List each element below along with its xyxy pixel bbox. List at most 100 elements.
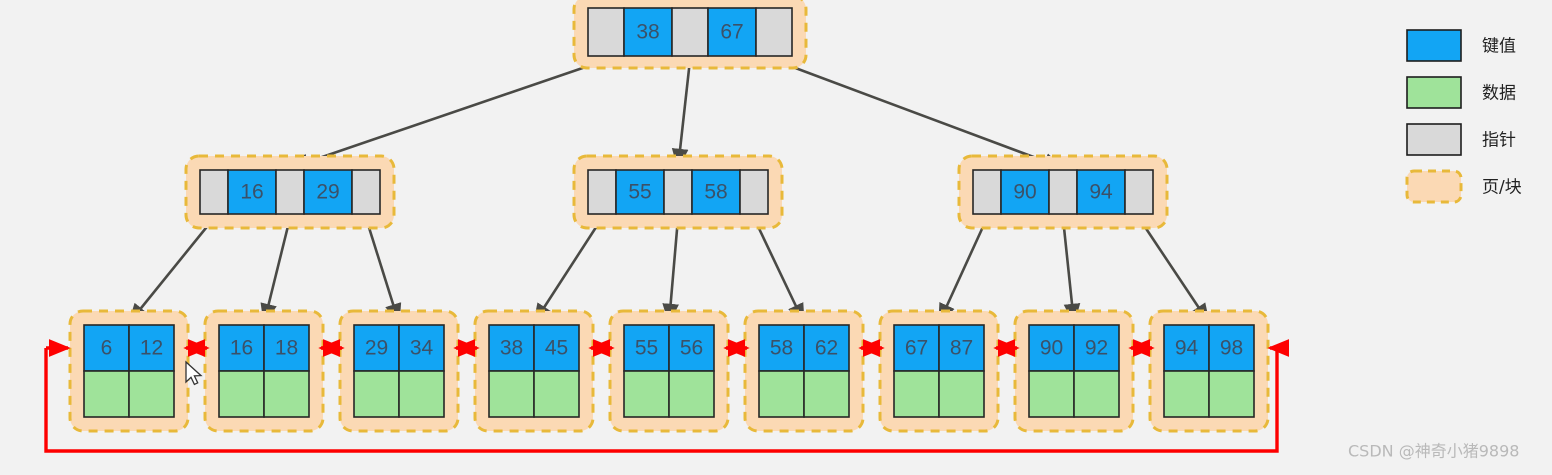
legend-label: 指针: [1482, 131, 1516, 151]
legend-swatch-key: [1406, 29, 1462, 62]
key-value: 67: [905, 337, 928, 360]
key-value: 34: [410, 337, 434, 360]
data-cell: [938, 370, 985, 418]
key-cell: [803, 324, 850, 372]
key-cell: [615, 169, 665, 215]
key-cell: [263, 324, 310, 372]
legend-label: 数据: [1482, 84, 1516, 104]
pointer-cell: [755, 7, 793, 57]
key-value: 67: [720, 21, 743, 44]
key-cell: [691, 169, 741, 215]
data-cell: [1163, 370, 1210, 418]
pointer-cell: [1124, 169, 1154, 215]
key-value: 16: [240, 181, 263, 204]
legend-item-pointer: 指针: [1406, 123, 1516, 156]
legend-swatch-data: [1406, 76, 1462, 109]
edge-internal-1-to-leaf-2: [260, 217, 292, 325]
pointer-cell: [351, 169, 381, 215]
edge-internal-3-to-leaf-8: [1061, 217, 1081, 325]
mouse-cursor: [185, 360, 203, 386]
key-value: 58: [704, 181, 727, 204]
data-cell: [1073, 370, 1120, 418]
edge-internal-3-to-leaf-7: [937, 217, 989, 325]
data-cell: [488, 370, 535, 418]
leaf-node-1: 6 12: [83, 324, 175, 418]
data-cell: [803, 370, 850, 418]
data-cell: [263, 370, 310, 418]
data-cell: [1028, 370, 1075, 418]
data-cell: [83, 370, 130, 418]
key-value: 56: [680, 337, 703, 360]
key-cell: [488, 324, 535, 372]
key-value: 55: [628, 181, 651, 204]
tree-edges-layer: [127, 58, 1211, 325]
key-value: 29: [316, 181, 339, 204]
internal-node-middle: 55 58: [587, 169, 769, 215]
edge-internal-1-to-leaf-1: [127, 217, 216, 325]
edge-internal-1-to-leaf-3: [364, 217, 402, 325]
legend-swatch-pointer: [1406, 123, 1462, 156]
pointer-cell: [739, 169, 769, 215]
key-cell: [893, 324, 940, 372]
pointer-cell: [972, 169, 1002, 215]
key-cell: [623, 324, 670, 372]
edge-internal-2-to-leaf-6: [752, 217, 806, 325]
data-cell: [623, 370, 670, 418]
key-cell: [1000, 169, 1050, 215]
data-cell: [758, 370, 805, 418]
leaf-link-wraparound: [44, 348, 1279, 453]
key-cell: [1208, 324, 1255, 372]
key-value: 18: [275, 337, 298, 360]
key-value: 16: [230, 337, 253, 360]
key-value: 92: [1085, 337, 1108, 360]
pointer-cell: [671, 7, 709, 57]
data-cell: [1208, 370, 1255, 418]
data-cell: [353, 370, 400, 418]
data-cell: [218, 370, 265, 418]
key-value: 29: [365, 337, 388, 360]
pointer-cell: [1048, 169, 1078, 215]
leaf-node-3: 29 34: [353, 324, 445, 418]
key-value: 12: [140, 337, 163, 360]
pointer-cell: [587, 7, 625, 57]
key-value: 90: [1040, 337, 1063, 360]
key-cell: [83, 324, 130, 372]
cursor-arrow-icon: [185, 360, 203, 386]
key-value: 90: [1013, 181, 1036, 204]
key-value: 98: [1220, 337, 1243, 360]
key-cell: [623, 7, 673, 57]
legend-swatch-page: [1405, 169, 1463, 204]
pointer-cell: [587, 169, 617, 215]
leaf-link-layer: [44, 339, 1290, 453]
legend-item-data: 数据: [1406, 76, 1516, 109]
key-cell: [668, 324, 715, 372]
key-cell: [303, 169, 353, 215]
leaf-node-8: 90 92: [1028, 324, 1120, 418]
key-value: 94: [1175, 337, 1199, 360]
key-value: 6: [101, 337, 113, 360]
data-cell: [398, 370, 445, 418]
edge-root-to-internal-3: [773, 58, 1065, 170]
leaf-node-9: 94 98: [1163, 324, 1255, 418]
edge-internal-3-to-leaf-9: [1137, 217, 1211, 325]
legend-item-key: 键值: [1406, 29, 1516, 62]
key-value: 55: [635, 337, 658, 360]
key-value: 45: [545, 337, 568, 360]
key-cell: [353, 324, 400, 372]
key-cell: [938, 324, 985, 372]
key-cell: [1073, 324, 1120, 372]
leaf-node-5: 55 56: [623, 324, 715, 418]
key-cell: [707, 7, 757, 57]
legend-label: 页/块: [1482, 178, 1522, 198]
pointer-cell: [275, 169, 305, 215]
